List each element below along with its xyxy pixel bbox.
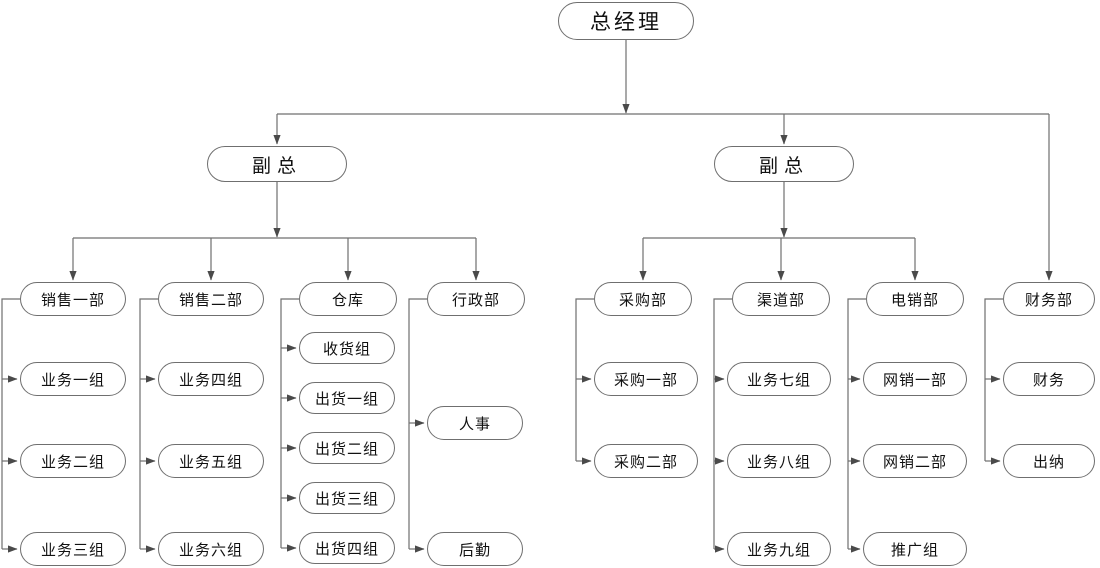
node-label: 财务 xyxy=(1032,370,1065,389)
connector-trunk-sales2 xyxy=(139,298,158,549)
node-admin[interactable]: 行政部 xyxy=(427,282,525,316)
node-biz1[interactable]: 业务一组 xyxy=(20,362,126,396)
node-label: 业务七组 xyxy=(746,370,811,389)
node-label: 业务一组 xyxy=(40,370,105,389)
node-label: 后勤 xyxy=(458,540,491,559)
node-warehouse[interactable]: 仓库 xyxy=(299,282,397,316)
node-label: 采购部 xyxy=(618,290,667,309)
node-label: 仓库 xyxy=(331,290,364,309)
node-biz8[interactable]: 业务八组 xyxy=(727,444,831,478)
node-label: 财务部 xyxy=(1024,290,1073,309)
node-biz2[interactable]: 业务二组 xyxy=(20,444,126,478)
node-vp-right[interactable]: 副总 xyxy=(714,146,854,182)
node-label: 副总 xyxy=(251,154,302,177)
node-label: 电销部 xyxy=(890,290,939,309)
node-cashier[interactable]: 出纳 xyxy=(1003,444,1095,478)
node-ship2[interactable]: 出货二组 xyxy=(299,432,395,464)
node-label: 人事 xyxy=(458,414,491,433)
node-label: 业务五组 xyxy=(178,452,243,471)
node-label: 网销一部 xyxy=(882,370,947,389)
connector-trunk-purchase xyxy=(575,298,594,461)
node-purchase2[interactable]: 采购二部 xyxy=(594,444,698,478)
node-label: 出货三组 xyxy=(314,489,379,508)
node-channel[interactable]: 渠道部 xyxy=(732,282,830,316)
node-promo[interactable]: 推广组 xyxy=(863,532,967,566)
node-vp-left[interactable]: 副总 xyxy=(207,146,347,182)
node-logistics[interactable]: 后勤 xyxy=(427,532,523,566)
connector-trunk-admin xyxy=(408,298,427,549)
node-ship4[interactable]: 出货四组 xyxy=(299,532,395,564)
node-label: 销售一部 xyxy=(40,290,105,309)
node-recv[interactable]: 收货组 xyxy=(299,332,395,364)
node-online1[interactable]: 网销一部 xyxy=(863,362,967,396)
node-label: 出货一组 xyxy=(314,389,379,408)
node-label: 采购一部 xyxy=(613,370,678,389)
node-telesales[interactable]: 电销部 xyxy=(866,282,964,316)
node-label: 业务三组 xyxy=(40,540,105,559)
node-biz5[interactable]: 业务五组 xyxy=(158,444,264,478)
node-label: 副总 xyxy=(758,154,809,177)
node-label: 业务六组 xyxy=(178,540,243,559)
node-label: 出货四组 xyxy=(314,539,379,558)
node-biz3[interactable]: 业务三组 xyxy=(20,532,126,566)
node-label: 行政部 xyxy=(451,290,500,309)
node-biz9[interactable]: 业务九组 xyxy=(727,532,831,566)
node-label: 出货二组 xyxy=(314,439,379,458)
node-sales1[interactable]: 销售一部 xyxy=(20,282,126,316)
node-label: 收货组 xyxy=(322,339,371,358)
node-biz7[interactable]: 业务七组 xyxy=(727,362,831,396)
node-ship3[interactable]: 出货三组 xyxy=(299,482,395,514)
node-label: 渠道部 xyxy=(756,290,805,309)
connector-trunk-warehouse xyxy=(280,298,299,548)
node-label: 出纳 xyxy=(1032,452,1065,471)
node-biz6[interactable]: 业务六组 xyxy=(158,532,264,566)
node-sales2[interactable]: 销售二部 xyxy=(158,282,264,316)
node-finance[interactable]: 财务部 xyxy=(1003,282,1095,316)
node-purchase1[interactable]: 采购一部 xyxy=(594,362,698,396)
connector-trunk-finance xyxy=(984,298,1003,461)
node-purchase[interactable]: 采购部 xyxy=(594,282,692,316)
connector-trunk-channel xyxy=(713,298,732,549)
connector-trunk-telesales xyxy=(847,298,866,549)
node-label: 业务四组 xyxy=(178,370,243,389)
node-accounting[interactable]: 财务 xyxy=(1003,362,1095,396)
node-gm[interactable]: 总经理 xyxy=(558,2,694,40)
node-biz4[interactable]: 业务四组 xyxy=(158,362,264,396)
connector-trunk-sales1 xyxy=(1,298,20,549)
node-label: 推广组 xyxy=(890,540,939,559)
node-label: 总经理 xyxy=(590,10,662,34)
node-label: 业务九组 xyxy=(746,540,811,559)
node-label: 网销二部 xyxy=(882,452,947,471)
node-label: 业务八组 xyxy=(746,452,811,471)
node-label: 采购二部 xyxy=(613,452,678,471)
node-ship1[interactable]: 出货一组 xyxy=(299,382,395,414)
node-online2[interactable]: 网销二部 xyxy=(863,444,967,478)
node-label: 业务二组 xyxy=(40,452,105,471)
node-hr[interactable]: 人事 xyxy=(427,406,523,440)
node-label: 销售二部 xyxy=(178,290,243,309)
